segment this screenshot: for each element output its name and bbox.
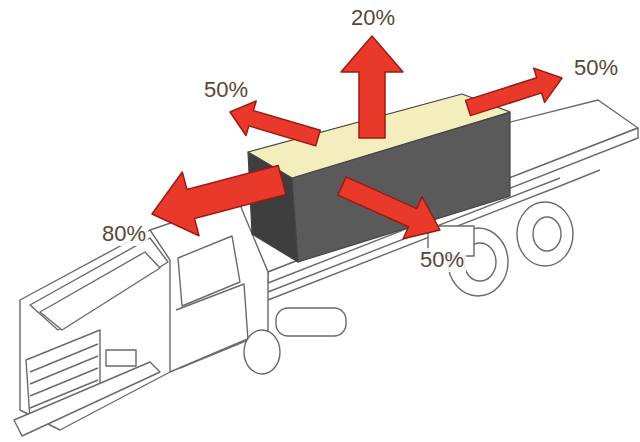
fuel-tank xyxy=(276,308,346,336)
force-arrow xyxy=(338,177,440,239)
force-arrow xyxy=(152,166,286,236)
percentage-label: 50% xyxy=(202,78,250,102)
percentage-label: 50% xyxy=(572,56,620,80)
windscreen xyxy=(40,252,160,330)
force-arrow xyxy=(341,36,403,138)
headlight xyxy=(106,350,136,366)
force-arrow xyxy=(466,68,562,116)
rear-wheel xyxy=(517,202,573,266)
bumper xyxy=(14,362,160,436)
force-arrow xyxy=(230,101,320,146)
percentage-label: 20% xyxy=(349,6,397,30)
door xyxy=(176,284,248,368)
side-window xyxy=(178,236,240,306)
front-wheel xyxy=(244,330,280,374)
percentage-label: 80% xyxy=(100,222,148,246)
percentage-label: 50% xyxy=(418,248,466,272)
